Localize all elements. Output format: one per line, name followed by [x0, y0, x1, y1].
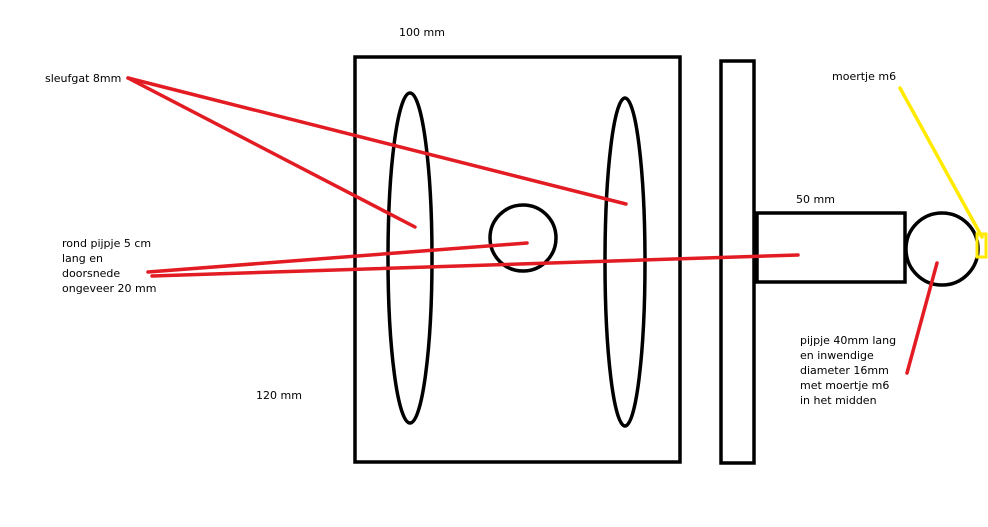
- pipe-small-line-1: pijpje 40mm lang: [800, 334, 897, 347]
- vertical-bar: [719, 59, 756, 465]
- round-pipe-line-3: doorsnede: [62, 267, 121, 280]
- label-pipe-small: pijpje 40mm lang en inwendige diameter 1…: [800, 333, 896, 408]
- round-pipe-line-2: lang en: [62, 252, 103, 265]
- slot-left: [386, 91, 434, 425]
- small-pipe-pointer: [905, 261, 939, 375]
- round-pipe-circle: [488, 203, 558, 273]
- label-height: 120 mm: [256, 389, 302, 402]
- label-round-pipe: rond pijpje 5 cm lang en doorsnede ongev…: [62, 236, 156, 296]
- pipe-small-line-4: met moertje m6: [800, 379, 890, 392]
- nut-marker: [975, 232, 988, 259]
- pipe-end-circle: [904, 211, 980, 287]
- label-nut-top: moertje m6: [832, 70, 897, 83]
- round-pipe-line-4: ongeveer 20 mm: [62, 282, 157, 295]
- tube-pointer: [150, 253, 800, 278]
- tube-rect: [755, 211, 907, 284]
- label-slot: sleufgat 8mm: [45, 72, 122, 85]
- label-tube-length: 50 mm: [796, 193, 835, 206]
- slot-pointer-right: [126, 76, 628, 206]
- slot-pointer-left: [126, 76, 417, 229]
- pipe-small-line-3: diameter 16mm: [800, 364, 889, 377]
- pipe-small-line-5: in het midden: [800, 394, 877, 407]
- round-pipe-pointer: [146, 241, 529, 274]
- label-top-width: 100 mm: [399, 26, 445, 39]
- round-pipe-line-1: rond pijpje 5 cm: [62, 237, 152, 250]
- pipe-small-line-2: en inwendige: [800, 349, 874, 362]
- nut-pointer: [898, 86, 984, 239]
